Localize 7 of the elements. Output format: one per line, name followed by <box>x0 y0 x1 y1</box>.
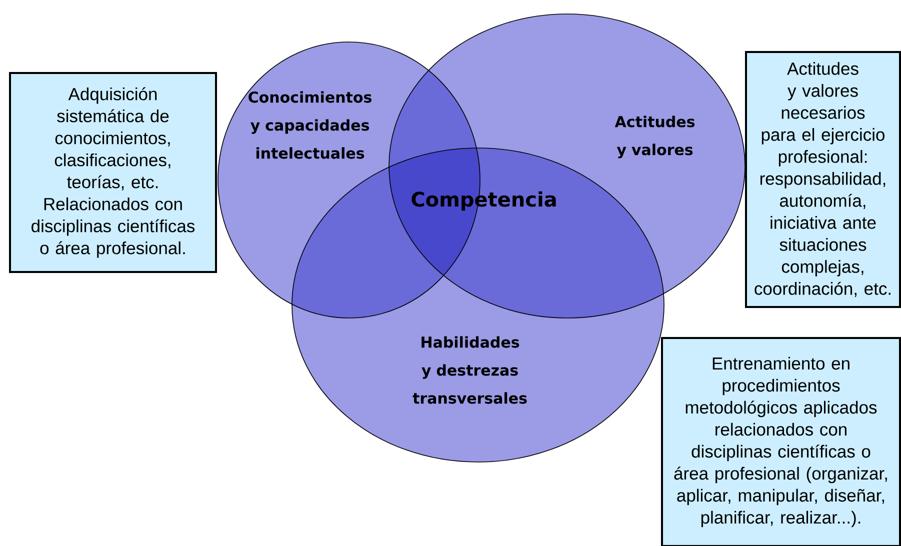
text-box: Entrenamiento en procedimientos metodológicos aplicados relacionados con disciplinas científicas o área profesional (organizar, aplicar, manipular, diseñar, planificar, realizar...). <box>661 337 901 546</box>
circle <box>388 14 746 318</box>
text-box: Adquisición sistemática de conocimientos, clasificaciones, teorías, etc. Relacionados con disciplinas científicas o área profesional. <box>9 72 217 273</box>
circle-label: Conocimientos y capacidades intelectuales <box>248 91 372 159</box>
text-box: Actitudes y valores necesarios para el ejercicio profesional: responsabilidad, autonomía, iniciativa ante situaciones complejas, coordinación, etc. <box>745 51 901 308</box>
circle-label: Habilidades y destrezas transversales <box>412 336 527 404</box>
circle-label: Actitudes y valores <box>614 116 695 158</box>
